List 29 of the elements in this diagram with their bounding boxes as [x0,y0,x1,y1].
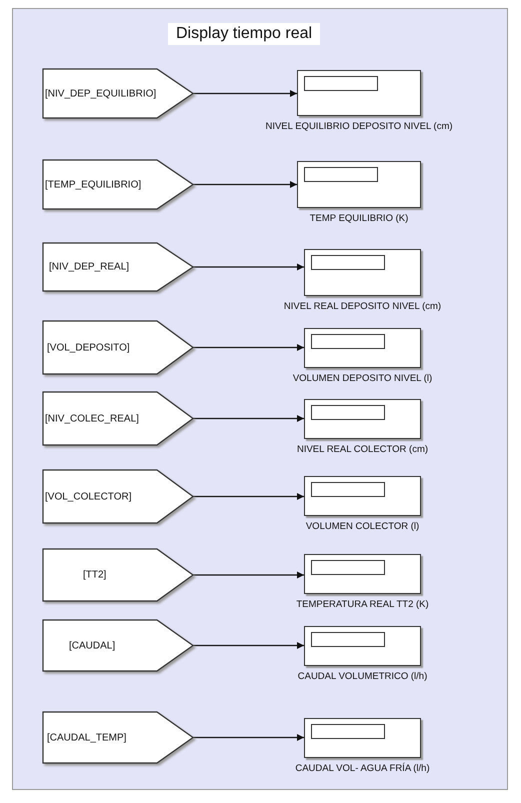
arrow [193,344,304,351]
tag-label: [CAUDAL] [69,640,116,651]
tag-label: [NIV_COLEC_REAL] [45,413,139,424]
tag-label: [NIV_DEP_EQUILIBRIO] [45,88,156,99]
block-label: TEMP EQUILIBRIO (K) [310,213,408,224]
arrow [193,264,304,270]
arrow [193,572,304,578]
block-label: CAUDAL VOL- AGUA FRÍA (l/h) [295,763,430,774]
panel-title: Display tiempo real [168,23,320,45]
arrow [193,642,304,649]
tag-label: [VOL_COLECTOR] [45,491,132,502]
arrow [193,181,297,188]
tag-label: [NIV_DEP_REAL] [49,262,130,272]
block-label: VOLUMEN COLECTOR (l) [306,521,420,532]
block-label: NIVEL REAL DEPOSITO NIVEL (cm) [284,301,442,312]
arrow [193,734,304,741]
tag-label: [VOL_DEPOSITO] [47,342,130,353]
block-label: CAUDAL VOLUMETRICO (l/h) [298,671,428,682]
tag-label: [CAUDAL_TEMP] [47,732,126,743]
block-label: NIVEL EQUILIBRIO DEPOSITO NIVEL (cm) [265,121,453,132]
tag-label: [TT2] [83,570,106,580]
tag-label: [TEMP_EQUILIBRIO] [45,179,142,190]
arrow [193,493,304,500]
block-label: NIVEL REAL COLECTOR (cm) [296,444,428,455]
block-label: VOLUMEN DEPOSITO NIVEL (l) [292,373,432,384]
subsystem-panel [12,8,508,790]
block-label: TEMPERATURA REAL TT2 (K) [296,599,429,610]
arrow [193,415,304,422]
arrow [193,90,297,97]
